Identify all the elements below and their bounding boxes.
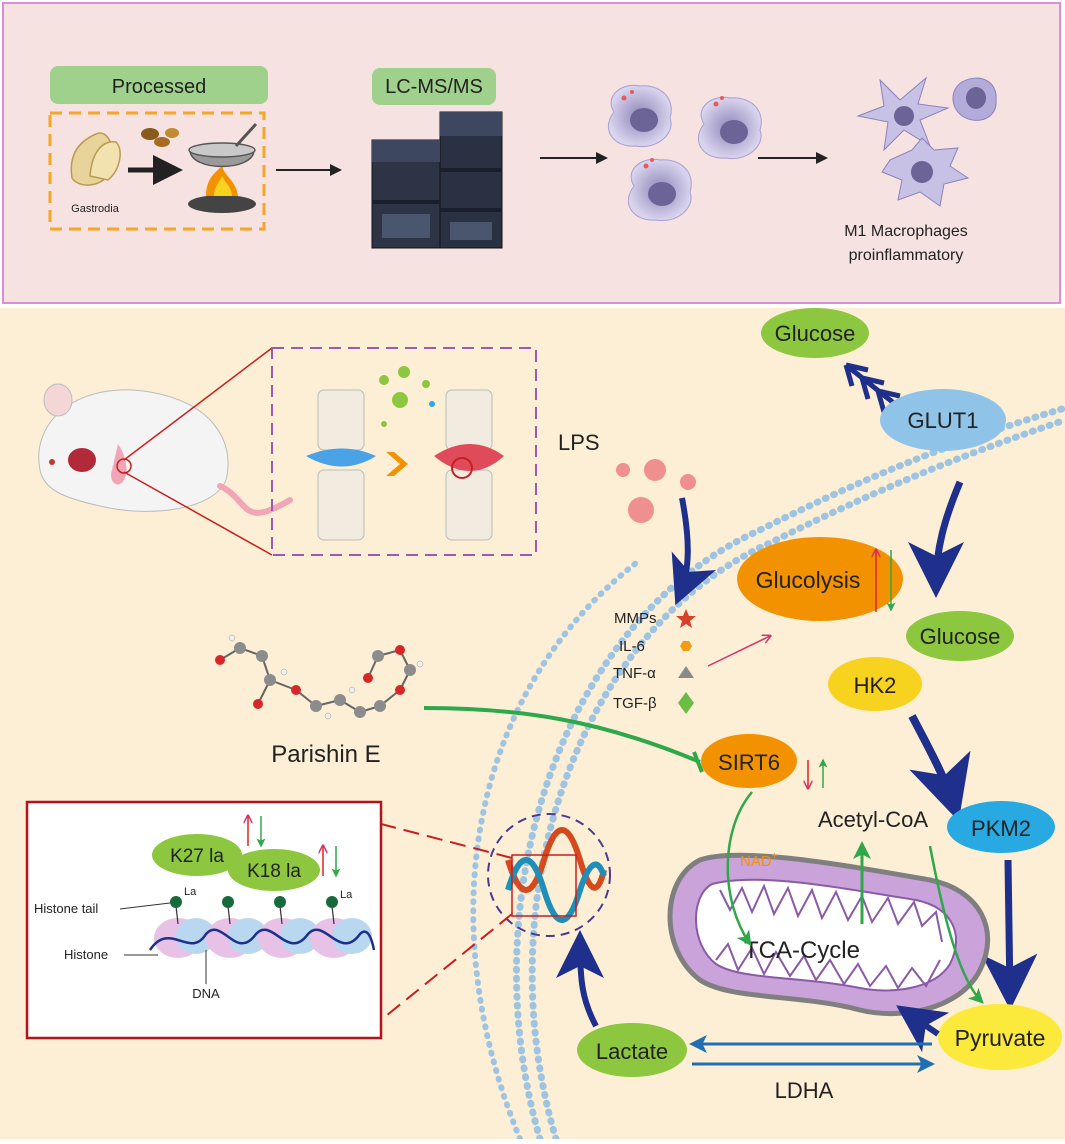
hk2-to-pkm2-arrow xyxy=(908,714,971,822)
histone-tail-pointer xyxy=(119,902,171,910)
lactate-to-dna-arrow xyxy=(556,930,605,1028)
lcms-header xyxy=(372,68,496,105)
dna-zoom-circle xyxy=(487,813,611,937)
zoom-line-bottom xyxy=(123,471,273,556)
hexagon-icon xyxy=(680,641,692,651)
glycolysis-label: Glucolysis xyxy=(756,567,861,593)
m1-label-line1: M1 Macrophages xyxy=(844,223,968,240)
lps-label: LPS xyxy=(558,430,600,455)
parishin-e-label: Parishin E xyxy=(271,741,380,768)
joint-inset-box xyxy=(271,347,537,556)
glut1-label: GLUT1 xyxy=(908,408,979,433)
triangle-icon xyxy=(678,666,694,678)
glut1-ellipse xyxy=(880,389,1006,451)
lps-particles xyxy=(616,459,696,523)
top-panel xyxy=(2,2,1061,304)
parishin-inhibition-line xyxy=(423,706,701,764)
lcms-instrument-illustration xyxy=(371,111,503,249)
acetyl-coa-label: Acetyl-CoA xyxy=(818,807,928,832)
stimulated-macrophages-illustration xyxy=(608,84,762,222)
k18-label: K18 la xyxy=(247,861,301,882)
la-mark-label-1: La xyxy=(184,886,197,898)
m1-label-line2: proinflammatory xyxy=(849,247,964,264)
diamond-icon xyxy=(678,692,694,714)
sirt6-label: SIRT6 xyxy=(718,750,780,775)
acetyl-coa-to-pyruvate-arrow xyxy=(928,845,984,1004)
mouse-illustration xyxy=(38,383,293,516)
gastrodia-label: Gastrodia xyxy=(71,203,120,215)
processed-label: Processed xyxy=(112,76,207,98)
inflammatory-particles xyxy=(379,366,435,427)
cytokine-label-tgf: TGF-β xyxy=(613,695,657,712)
dna-label: DNA xyxy=(192,986,220,1001)
pkm2-to-pyruvate-arrow xyxy=(981,859,1038,1010)
pyruvate-to-mitochondrion-arrow xyxy=(896,1005,950,1053)
dna-zoom-line-bottom xyxy=(380,913,513,1021)
inhibition-bar xyxy=(692,751,704,773)
nucleosome-illustration xyxy=(148,896,376,958)
glucose-inside-ellipse xyxy=(906,611,1014,661)
gastrodia-illustration xyxy=(70,132,121,186)
pkm2-label: PKM2 xyxy=(971,816,1031,841)
glucose-outside-label: Glucose xyxy=(775,321,856,346)
glucose-inside-label: Glucose xyxy=(920,624,1001,649)
cytokine-label-mmps: MMPs xyxy=(614,610,657,627)
sirt6-ellipse xyxy=(701,734,797,788)
glucose-transport-arrow xyxy=(843,362,901,413)
wok-fire-illustration xyxy=(188,122,258,213)
joint-inflamed-illustration xyxy=(434,389,504,541)
cytokine-label-tnf: TNF-α xyxy=(613,665,656,682)
herb-pieces-illustration xyxy=(141,128,179,147)
ldha-label: LDHA xyxy=(775,1078,834,1103)
zoom-line-top xyxy=(123,347,273,461)
histone-tail-label: Histone tail xyxy=(34,901,98,916)
pkm2-ellipse xyxy=(947,801,1055,853)
nuclear-membrane-outer xyxy=(470,557,643,1142)
tca-cycle-label: TCA-Cycle xyxy=(744,937,860,964)
lactate-ellipse xyxy=(577,1023,687,1077)
histone-label: Histone xyxy=(64,947,108,962)
dna-highlight-box xyxy=(511,854,577,917)
lps-arrow xyxy=(671,497,716,606)
pyruvate-label: Pyruvate xyxy=(955,1025,1046,1051)
la-mark-label-2: La xyxy=(340,889,353,901)
sirt6-to-tca-arrow xyxy=(726,791,753,947)
dna-helix-illustration xyxy=(505,827,607,923)
chevron-right-icon xyxy=(386,452,408,476)
lcms-label: LC-MS/MS xyxy=(385,76,483,98)
processed-dashed-box xyxy=(48,111,266,231)
hk2-label: HK2 xyxy=(854,673,897,698)
k18-ellipse xyxy=(228,849,320,891)
cytokine-list: MMPs IL-6 TNF-α TGF-β xyxy=(613,609,696,714)
pyruvate-ellipse xyxy=(938,1004,1062,1070)
k27-label: K27 la xyxy=(170,846,224,867)
cytokine-to-glycolysis-arrow xyxy=(707,636,770,667)
hk2-ellipse xyxy=(828,657,922,711)
m1-macrophages-illustration xyxy=(856,76,997,207)
glut1-to-glucose-arrow xyxy=(908,480,965,598)
glucose-outside-ellipse xyxy=(761,308,869,358)
mitochondrion xyxy=(667,852,991,1017)
glycolysis-ellipse xyxy=(737,537,903,621)
processed-header xyxy=(50,66,268,104)
k27-ellipse xyxy=(152,834,242,876)
star-icon xyxy=(676,609,696,628)
parishin-e-molecule xyxy=(215,634,424,720)
nad-label: NAD+ xyxy=(740,851,778,870)
cytokine-label-il6: IL-6 xyxy=(619,638,645,655)
lactate-label: Lactate xyxy=(596,1039,668,1064)
joint-healthy-illustration xyxy=(306,389,376,541)
